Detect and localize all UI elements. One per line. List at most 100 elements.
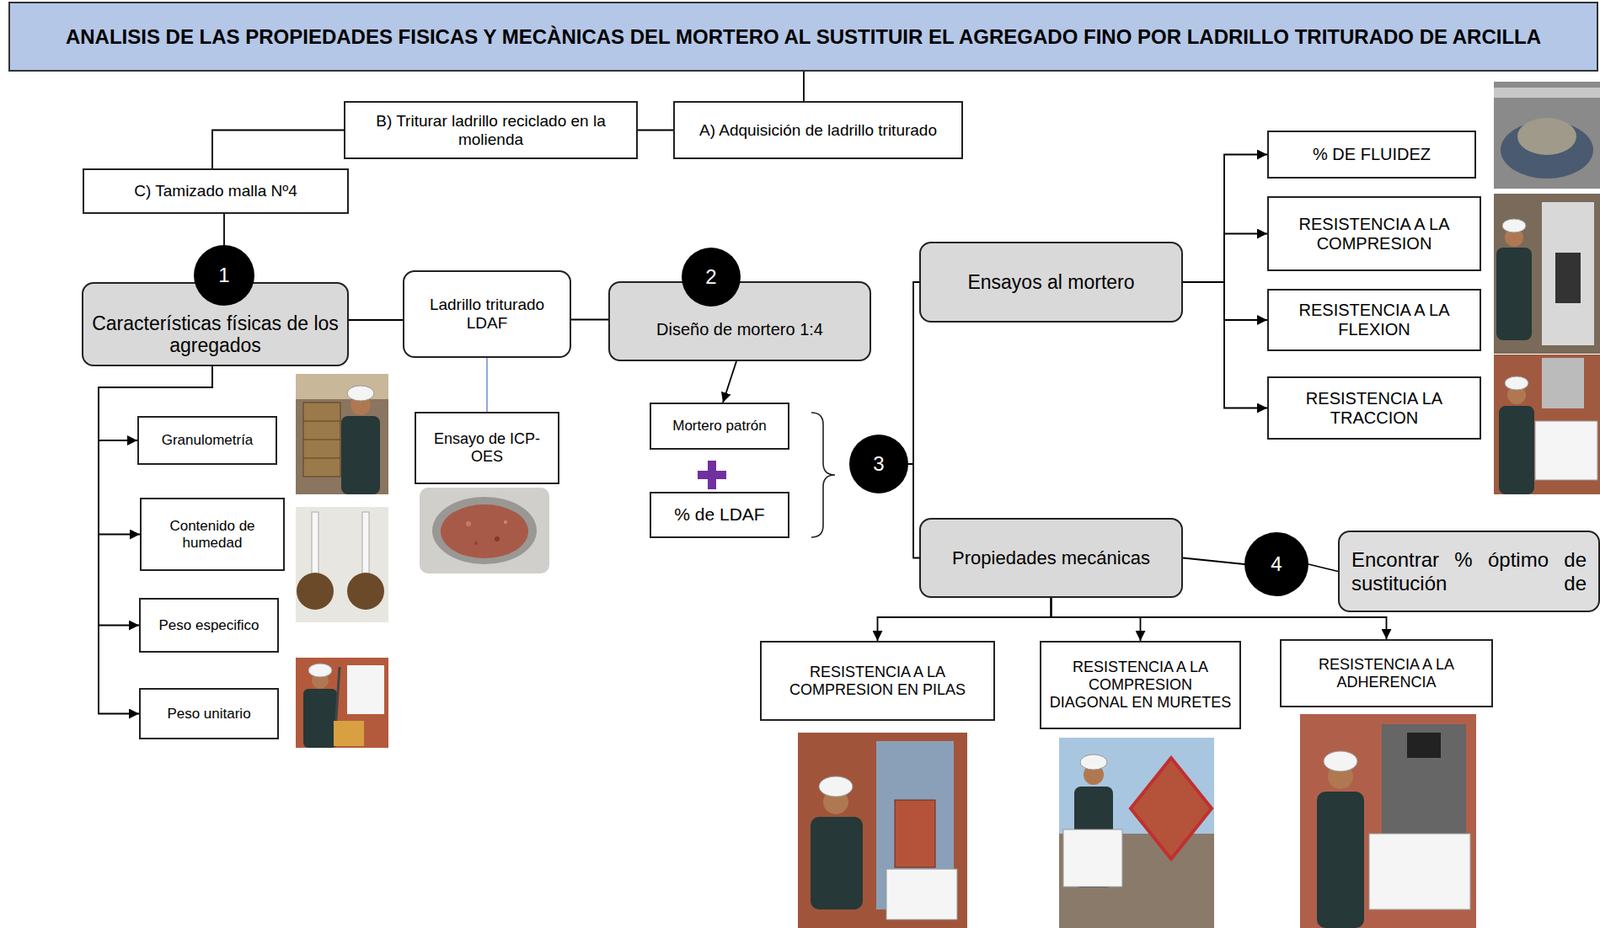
connector-arrow [722,361,737,403]
brick-powder [440,504,529,559]
test-box: Granulometría [137,416,278,466]
goal-box: Encontrar % óptimo de sustitución de [1337,530,1600,613]
connector-line [212,130,344,170]
sieve-stack [303,402,341,477]
sign-board [886,869,958,921]
wallette [1130,758,1212,860]
photo-adherence [1300,714,1477,928]
photo-bg [1493,193,1600,354]
helmet [1080,754,1108,771]
connector-line [908,464,920,559]
photo-board [347,665,385,715]
person-body [1316,791,1365,928]
process-box: B) Triturar ladrillo reciclado en la mol… [343,101,638,160]
photo-part [295,374,389,400]
callout-text: 1 [218,263,230,288]
callout-number: 3 [849,434,909,494]
photo-part [303,458,341,460]
photo-part [494,536,500,542]
connector-line [1308,564,1338,573]
stage-box: Ensayos al mortero [919,241,1183,323]
connector-line [486,358,487,413]
press-piston [1555,252,1581,304]
connector-arrow [1182,282,1268,321]
connector-line [802,71,805,102]
node-text: % DE FLUIDEZ [1312,144,1431,165]
stage-box: Propiedades mecánicas [919,518,1183,599]
callout-number: 1 [193,245,255,306]
sign-board [1535,421,1598,481]
node-text: Diseño de mortero 1:4 [656,320,824,340]
connector-line [348,319,403,322]
node-text: Granulometría [161,432,254,450]
node-text: Contenido de humedad [148,518,277,552]
node-text: Ensayo de ICP- OES [422,430,552,466]
caliper [1493,87,1600,98]
photo-bg [1300,714,1477,928]
flask-neck [362,512,370,575]
photo-flow-table [1493,81,1600,189]
node-text: A) Adquisición de ladrillo triturado [699,121,937,140]
person-body [1496,247,1532,341]
photo-sieves [295,374,389,495]
photo-part [465,521,471,527]
test-box: RESISTENCIA A LA COMPRESION [1267,196,1482,272]
photo-bg [419,487,550,574]
connector-arrow [98,366,213,627]
connector-arrow [1182,155,1268,284]
curly-brace [811,412,835,538]
photo-bg [295,507,389,623]
photo-bg [295,658,389,749]
photo-sample [419,487,550,574]
person-body [810,817,863,910]
photo-bg [1493,354,1600,495]
connector-arrow [1182,234,1268,284]
connector-arrow [1051,598,1387,640]
mix-box: % de LDAF [649,492,790,539]
node-text: RESISTENCIA A LA COMPRESION DIAGONAL EN … [1048,658,1233,712]
node-text: Características físicas de los agregados [90,312,341,358]
photo-bg [1059,738,1215,928]
node-text: Encontrar % óptimo de sustitución de [1351,548,1587,595]
photo-bg [797,733,968,928]
connector-arrow [1051,598,1141,642]
test-box: Contenido de humedad [139,497,285,572]
photo-flasks [295,507,389,623]
node-text: Ensayos al mortero [967,271,1135,294]
node-text: C) Tamizado malla Nº4 [133,181,298,201]
stage-box: Diseño de mortero 1:4 [608,281,872,362]
node-text: RESISTENCIA A LA ADHERENCIA [1288,656,1485,691]
helmet [347,385,375,402]
machine [1541,358,1584,409]
test-box: % DE FLUIDEZ [1267,130,1477,179]
mix-box: Mortero patrón [649,402,790,450]
photo-part [303,421,341,423]
machine-screen [1407,733,1441,759]
bucket [333,721,364,747]
connector-arrow [877,598,1052,642]
title-band: ANALISIS DE LAS PROPIEDADES FISICAS Y ME… [8,1,1599,72]
connector-line [908,282,920,465]
sign-board [1063,829,1123,888]
test-box: Peso unitario [139,688,279,740]
callout-text: 2 [705,265,717,289]
node-text: % de LDAF [674,504,765,525]
node-text: RESISTENCIA A LA COMPRESION EN PILAS [768,663,987,699]
flask-neck [311,512,319,575]
node-text: Ladrillo triturado LDAF [411,295,563,333]
sign-board [1369,834,1471,910]
node-text: Peso unitario [166,706,251,723]
connector-line [637,129,674,132]
helmet [1504,376,1529,391]
bowl [432,497,537,565]
machine [1381,724,1467,851]
test-box: RESISTENCIA A LA COMPRESION DIAGONAL EN … [1039,641,1242,730]
person-body [1498,406,1535,495]
press-machine [1541,202,1595,346]
test-box: Ensayo de ICP- OES [414,412,560,485]
connector-arrow [1182,282,1268,409]
node-text: B) Triturar ladrillo reciclado en la mol… [352,112,630,150]
callout-number: 4 [1244,532,1309,597]
callout-number: 2 [681,247,741,307]
